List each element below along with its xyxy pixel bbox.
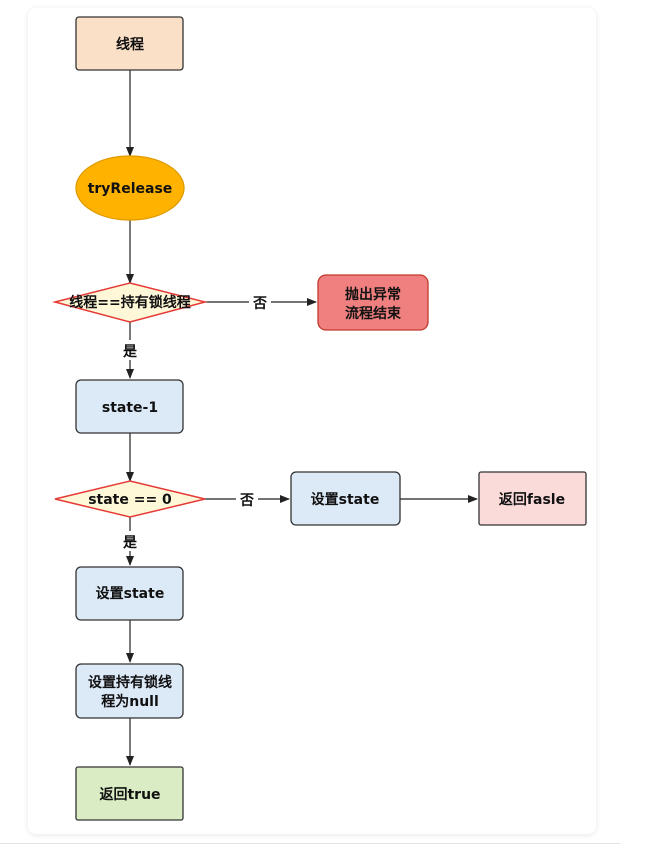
node-set-state-no: 设置state [290,471,401,526]
node-return-true: 返回true [75,766,184,821]
svg-text:返回fasle: 返回fasle [499,491,565,508]
node-thread: 线程 [75,16,184,71]
svg-text:线程==持有锁线程: 线程==持有锁线程 [69,294,190,311]
decision-owner-check: 线程==持有锁线程 [52,282,208,323]
node-set-state-yes: 设置state [75,566,184,621]
edge-label-yes-2: 是 [123,535,138,551]
edge-label-no-1: 否 [252,296,267,312]
svg-text:抛出异常: 抛出异常 [345,286,401,303]
node-set-owner-null: 设置持有锁线 程为null [75,663,184,719]
svg-text:设置state: 设置state [96,585,165,602]
svg-text:线程: 线程 [116,36,144,53]
svg-text:tryRelease: tryRelease [88,181,173,197]
edge-label-yes-1: 是 [123,344,138,360]
bottom-divider [0,843,620,844]
svg-text:返回true: 返回true [99,786,160,803]
svg-text:state == 0: state == 0 [88,492,172,508]
node-return-false: 返回fasle [478,471,587,526]
svg-text:state-1: state-1 [102,400,158,416]
svg-text:设置持有锁线: 设置持有锁线 [88,674,172,691]
node-state-minus-one: state-1 [75,379,184,434]
edge-label-no-2: 否 [239,493,254,509]
svg-text:设置state: 设置state [311,491,380,508]
node-throw-exception: 抛出异常 流程结束 [317,274,429,331]
decision-state-zero: state == 0 [54,480,206,518]
svg-text:程为null: 程为null [101,693,159,710]
node-try-release: tryRelease [75,155,185,221]
svg-text:流程结束: 流程结束 [345,305,402,322]
